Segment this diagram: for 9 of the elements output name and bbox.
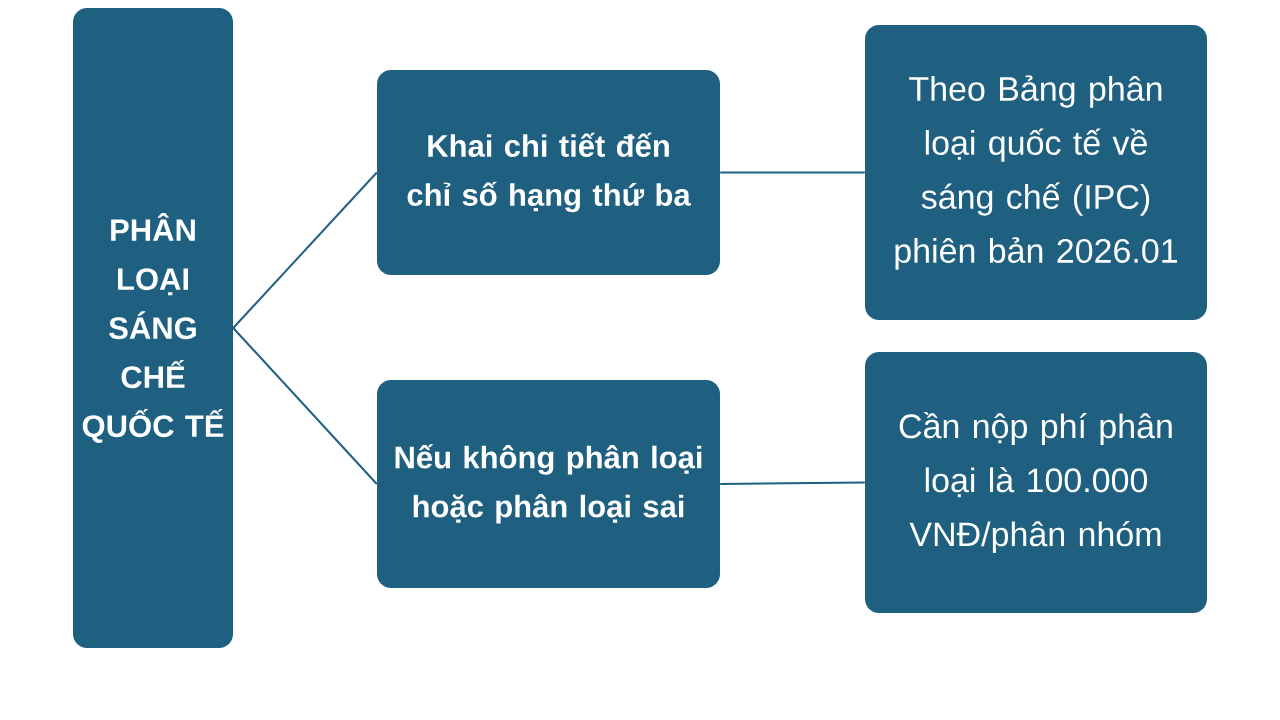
text-box: Nếu không phân loại hoặc phân loại sai [377, 380, 720, 588]
text-box: Khai chi tiết đến chỉ số hạng thứ ba [377, 70, 720, 275]
title-box: PHÂN LOẠI SÁNG CHẾ QUỐC TẾ [73, 8, 233, 648]
connector-line [719, 171, 866, 174]
connector-line [232, 327, 378, 485]
text-box: Theo Bảng phân loại quốc tế về sáng chế (IPC) phiên bản 2026.01 [865, 25, 1207, 320]
connector-line [232, 171, 378, 329]
connector-line [719, 481, 866, 485]
text-box: Cần nộp phí phân loại là 100.000 VNĐ/phân nhóm [865, 352, 1207, 613]
